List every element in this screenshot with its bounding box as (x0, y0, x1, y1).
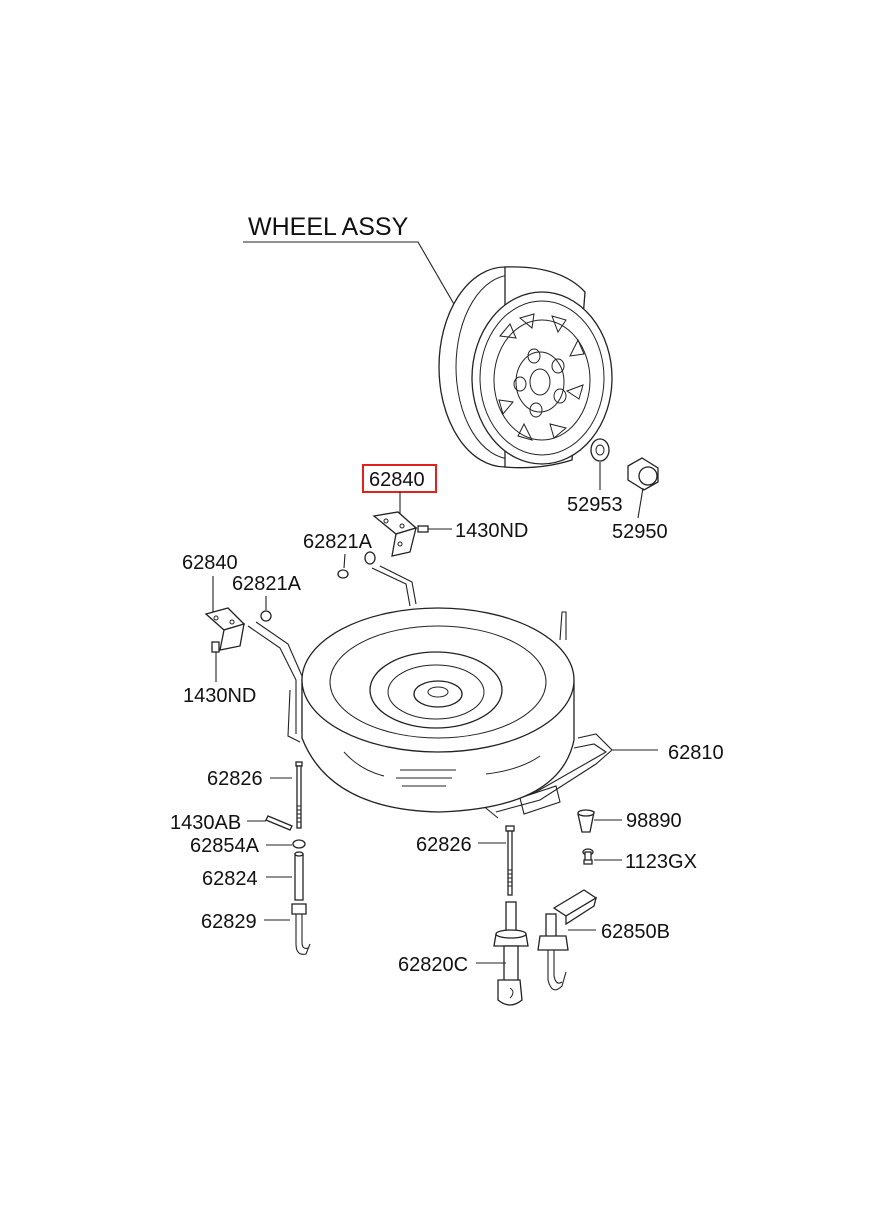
label-62826-mid: 62826 (416, 834, 472, 856)
leader-62821A-top (343, 553, 346, 569)
spacer-62824-drawing (294, 851, 304, 901)
label-62854A: 62854A (190, 835, 260, 857)
leader-52950 (637, 487, 644, 519)
label-98890: 98890 (626, 810, 682, 832)
washer-62854A-drawing (292, 839, 306, 849)
bolt-1430ND-left-drawing (211, 641, 220, 653)
bracket-hook-62850B-drawing (537, 889, 598, 991)
plug-98890-drawing (577, 809, 595, 833)
label-1430ND-left: 1430ND (183, 685, 256, 707)
label-1430AB: 1430AB (170, 812, 241, 834)
nut-62821A-left-drawing (260, 610, 272, 622)
clip-62821A-top-drawing (364, 551, 376, 565)
label-62840-left: 62840 (182, 552, 238, 574)
bolt-1123GX-drawing (582, 848, 594, 865)
label-62840-top: 62840 (369, 469, 425, 491)
long-bolt-62826-left-drawing (295, 761, 303, 829)
bolt-1430ND-top-drawing (417, 525, 429, 533)
label-52950: 52950 (612, 521, 668, 543)
carrier-62810-drawing (247, 565, 658, 819)
nut-62821A-top-drawing (337, 569, 349, 579)
label-62810: 62810 (668, 742, 724, 764)
label-1123GX: 1123GX (625, 851, 697, 873)
label-62824: 62824 (202, 868, 258, 890)
hook-62829-drawing (291, 903, 311, 955)
hold-down-62820C-drawing (493, 901, 529, 1006)
washer-52953-drawing (590, 438, 610, 462)
label-62850B: 62850B (601, 921, 670, 943)
label-62821A-top: 62821A (303, 531, 373, 553)
spare-tire-drawing (301, 607, 575, 813)
label-52953: 52953 (567, 494, 623, 516)
bracket-62840-top-drawing (372, 511, 418, 557)
wheel-assy-title: WHEEL ASSY (248, 213, 409, 241)
screw-1430AB-drawing (265, 815, 293, 831)
lug-nut-52950-drawing (627, 457, 659, 491)
label-62821A-left: 62821A (232, 573, 302, 595)
label-62820C: 62820C (398, 954, 468, 976)
bracket-62840-left-drawing (204, 607, 246, 651)
wheel-rim-drawing (438, 266, 613, 469)
label-62829: 62829 (201, 911, 257, 933)
wheel-assy-leader (243, 241, 463, 319)
label-1430ND-top: 1430ND (455, 520, 528, 542)
label-62826-left: 62826 (207, 768, 263, 790)
long-bolt-62826-mid-drawing (505, 825, 515, 896)
